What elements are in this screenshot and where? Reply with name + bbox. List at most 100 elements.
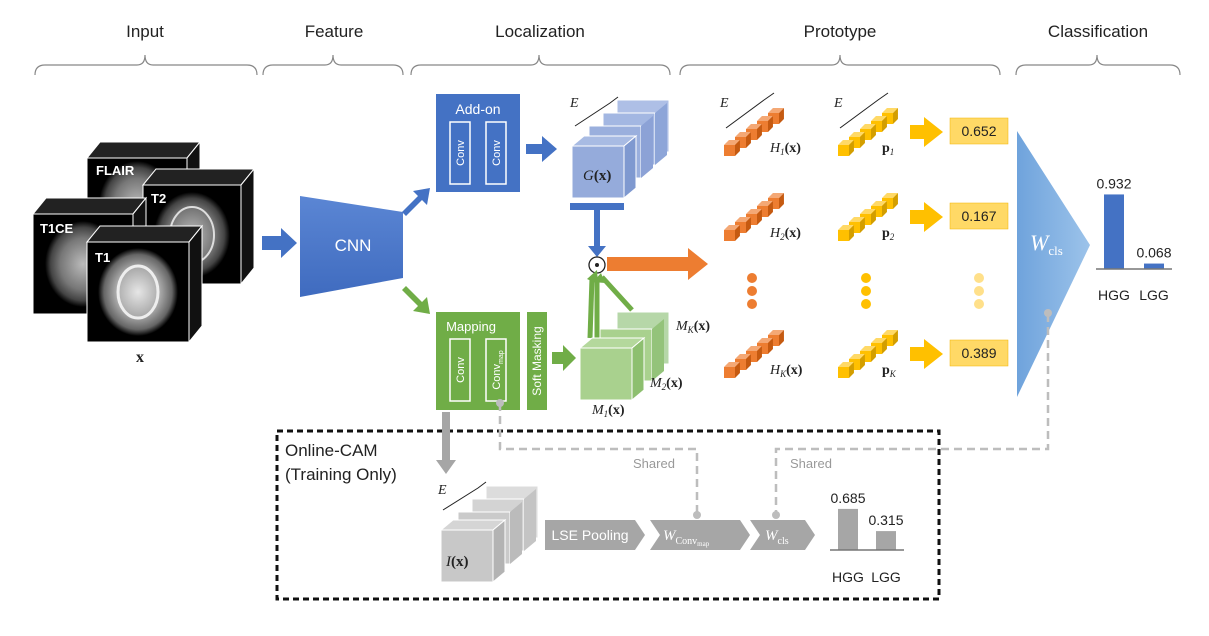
lse-pooling-box bbox=[545, 520, 645, 550]
cnn-label: CNN bbox=[335, 236, 372, 255]
svg-text:Wcls: Wcls bbox=[1030, 230, 1063, 258]
p-sub: 2 bbox=[890, 232, 895, 242]
brace-feature bbox=[262, 54, 404, 76]
svg-text:Convmap: Convmap bbox=[491, 350, 505, 389]
svg-text:p1: p1 bbox=[882, 141, 894, 157]
score-box bbox=[949, 202, 1009, 230]
bar-value-label: 0.315 bbox=[868, 512, 903, 528]
t2-label: T2 bbox=[151, 191, 166, 206]
h-e-label: E bbox=[719, 96, 729, 111]
m2-arg: (x) bbox=[666, 376, 683, 391]
svg-text:HK(x): HK(x) bbox=[769, 363, 803, 379]
shared-label-2: Shared bbox=[790, 456, 832, 471]
wcls-cam-label: W bbox=[765, 528, 779, 544]
wcls-cam-sub: cls bbox=[778, 536, 789, 547]
score-box bbox=[949, 117, 1009, 145]
arrow-input-to-cnn bbox=[262, 228, 297, 258]
mapping-title: Mapping bbox=[446, 319, 496, 334]
bar-category-label: HGG bbox=[1098, 287, 1130, 303]
h-sub: 2 bbox=[780, 232, 785, 242]
h-label: H bbox=[769, 141, 781, 156]
shared-lines bbox=[498, 314, 1050, 515]
addon-title: Add-on bbox=[455, 101, 500, 117]
arrow-softmask-to-masks bbox=[552, 345, 576, 371]
mapping-conv-map bbox=[485, 338, 507, 402]
score-box bbox=[949, 339, 1009, 367]
soft-masking-label: Soft Masking bbox=[530, 326, 544, 395]
score-arrow bbox=[910, 117, 943, 147]
svg-text:Wcls: Wcls bbox=[765, 528, 789, 547]
arrow-cnn-to-addon bbox=[402, 188, 430, 216]
score-value: 0.167 bbox=[961, 208, 996, 224]
wcls-sub: cls bbox=[1048, 243, 1062, 258]
p-label: p bbox=[882, 363, 890, 378]
mapping-block: Mapping Conv Convmap bbox=[436, 312, 520, 410]
svg-text:H1(x): H1(x) bbox=[769, 141, 801, 157]
wcls-cam-box bbox=[750, 520, 815, 550]
wconv-sub: Conv bbox=[676, 536, 698, 547]
wconv-box bbox=[650, 520, 750, 550]
g-bar bbox=[570, 203, 624, 210]
bar-category-label: LGG bbox=[1139, 287, 1169, 303]
brace-classification bbox=[1015, 54, 1181, 76]
svg-text:G(x): G(x) bbox=[583, 168, 611, 184]
addon-conv-2 bbox=[485, 121, 507, 185]
online-cam-title-2: (Training Only) bbox=[285, 465, 397, 484]
arrow-odot-to-prototype bbox=[607, 248, 708, 280]
mask-stack: MK(x) M2(x) M1(x) bbox=[578, 311, 710, 419]
m1-label: M bbox=[591, 403, 605, 418]
score-value: 0.389 bbox=[961, 345, 996, 361]
prototype-chain bbox=[838, 108, 898, 156]
arrow-cnn-to-mapping bbox=[402, 286, 430, 314]
m2-sub: 2 bbox=[662, 382, 667, 392]
p-sub: K bbox=[889, 369, 897, 379]
stage-localization: Localization bbox=[495, 22, 585, 41]
stage-headers: Input Feature Localization Prototype Cla… bbox=[34, 22, 1181, 76]
mk-sub: K bbox=[687, 325, 695, 335]
bar-value-label: 0.068 bbox=[1136, 245, 1171, 261]
m1-arg: (x) bbox=[608, 403, 625, 418]
svg-text:MK(x): MK(x) bbox=[675, 319, 710, 335]
bar bbox=[1104, 194, 1124, 269]
h-arg: (x) bbox=[785, 226, 802, 241]
t1ce-label: T1CE bbox=[40, 221, 74, 236]
i-e-label: E bbox=[437, 483, 447, 498]
flair-label: FLAIR bbox=[96, 163, 135, 178]
h-label: H bbox=[769, 226, 781, 241]
prototype-row: H1(x) p1 0.652 bbox=[724, 108, 1009, 157]
g-x-arg: (x) bbox=[594, 168, 612, 184]
score-arrow bbox=[910, 339, 943, 369]
bar bbox=[838, 508, 858, 550]
prototype-chain bbox=[838, 330, 898, 378]
score-arrow bbox=[910, 202, 943, 232]
g-cube-1 bbox=[570, 134, 638, 200]
prototype-chain bbox=[838, 193, 898, 241]
h-arg: (x) bbox=[786, 363, 803, 378]
svg-text:M2(x): M2(x) bbox=[649, 376, 683, 392]
i-x-arg: (x) bbox=[451, 554, 469, 570]
svg-text:I(x): I(x) bbox=[445, 554, 469, 570]
bar bbox=[1144, 263, 1164, 269]
svg-text:p2: p2 bbox=[882, 226, 895, 242]
bar-value-label: 0.685 bbox=[830, 490, 865, 506]
t1-label: T1 bbox=[95, 250, 110, 265]
prototype-row: H2(x)p20.167 bbox=[724, 193, 1009, 242]
input-x-label: x bbox=[136, 349, 144, 366]
stage-prototype: Prototype bbox=[804, 22, 877, 41]
svg-text:M1(x): M1(x) bbox=[591, 403, 625, 419]
h-feature-chain bbox=[724, 330, 784, 378]
bar bbox=[876, 531, 896, 550]
svg-text:pK: pK bbox=[882, 363, 897, 379]
g-e-label: E bbox=[569, 96, 579, 111]
cam-chain: LSE Pooling WConvmap Wcls bbox=[545, 520, 815, 550]
score-value: 0.652 bbox=[961, 123, 996, 139]
wconv-subsub: map bbox=[697, 540, 710, 548]
svg-text:H2(x): H2(x) bbox=[769, 226, 801, 242]
i-stack: I(x) E bbox=[437, 481, 539, 584]
mapping-conv-map-label: Conv bbox=[491, 363, 503, 389]
m1-cube bbox=[578, 336, 646, 402]
bar-category-label: HGG bbox=[832, 569, 864, 585]
mk-label: M bbox=[675, 319, 689, 334]
